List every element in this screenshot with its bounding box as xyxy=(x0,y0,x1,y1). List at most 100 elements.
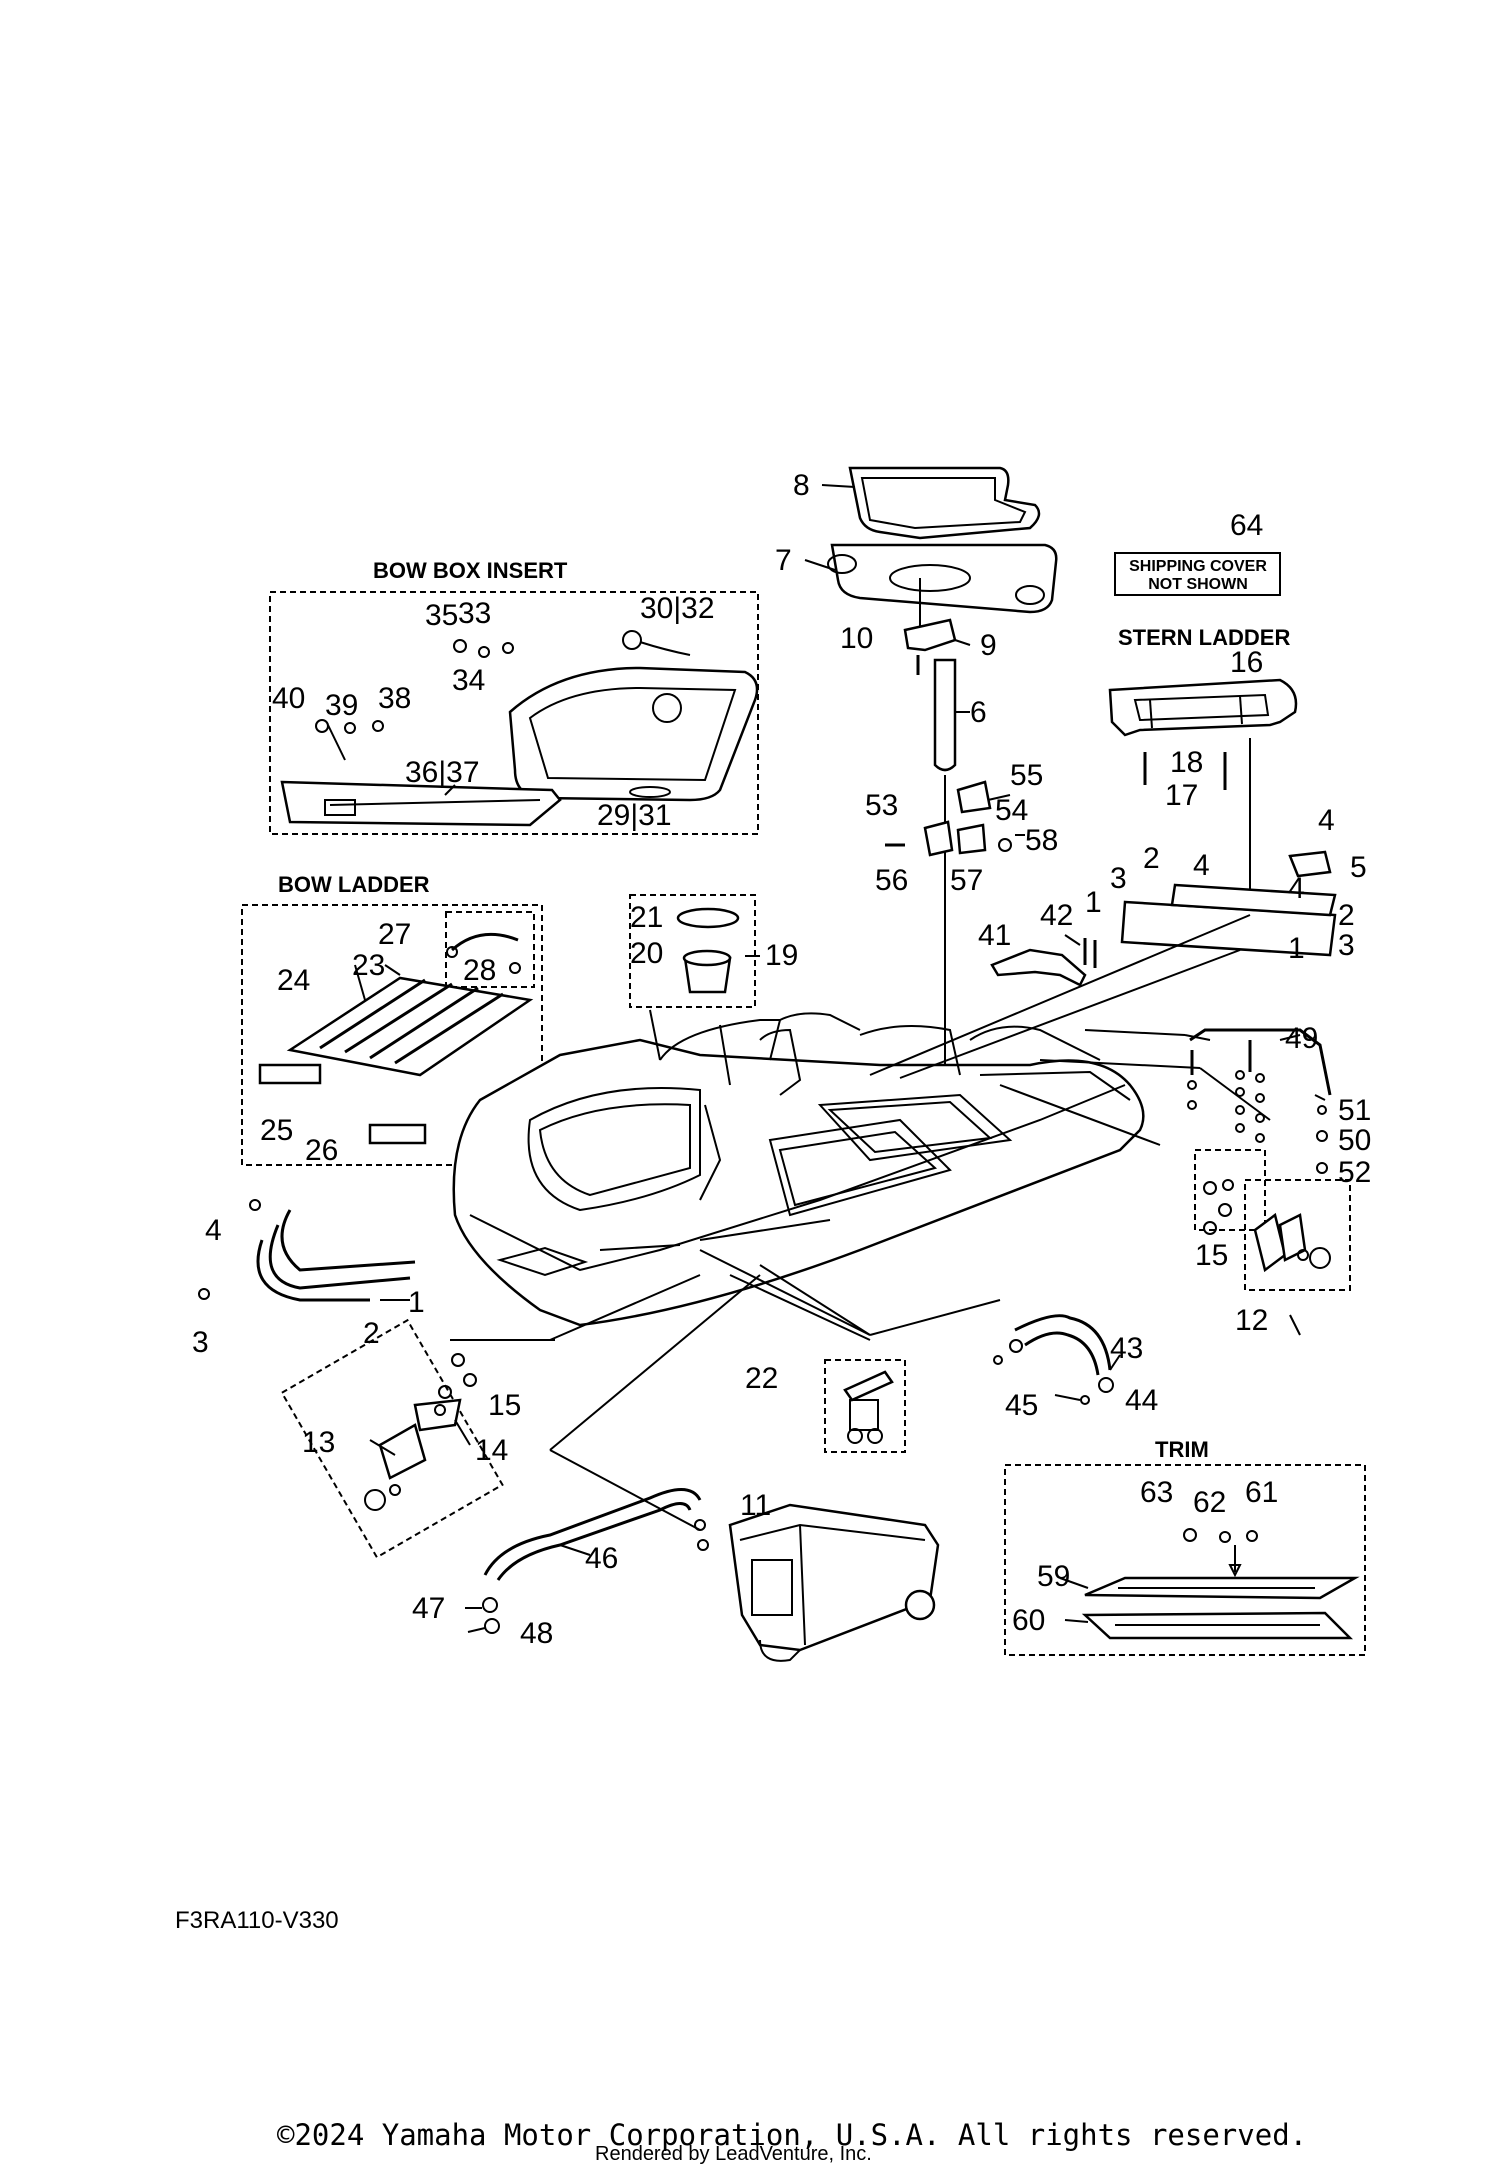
grab-handle-part-43 xyxy=(993,1314,1114,1405)
callout-25: 25 xyxy=(260,1114,293,1147)
cup-holder-parts xyxy=(676,907,740,994)
callout-13: 13 xyxy=(302,1426,335,1459)
bow-eye-part-13 xyxy=(364,1398,462,1511)
shipping-note-box xyxy=(1114,552,1281,596)
callout-2-stern-right: 2 xyxy=(1338,899,1355,932)
callout-34: 34 xyxy=(452,664,485,697)
pedestal-part-6 xyxy=(933,658,957,772)
callout-4-stern-top: 4 xyxy=(1318,804,1335,837)
bow-ladder-box xyxy=(241,904,543,1166)
callout-16: 16 xyxy=(1230,646,1263,679)
callout-62: 62 xyxy=(1193,1486,1226,1519)
callout-38: 38 xyxy=(378,682,411,715)
cleat-part-22 xyxy=(843,1370,894,1444)
callout-22: 22 xyxy=(745,1362,778,1395)
nuts-part-15-left xyxy=(434,1353,477,1416)
trim-strip-part-60 xyxy=(1081,1611,1354,1640)
bolt-part-18 xyxy=(1143,752,1227,790)
callout-4-bow: 4 xyxy=(205,1214,222,1247)
callout-24: 24 xyxy=(277,964,310,997)
handle-part-41 xyxy=(990,948,1087,987)
bow-rail-part-1-2 xyxy=(256,1209,416,1302)
callout-3-bow: 3 xyxy=(192,1326,209,1359)
callout-50: 50 xyxy=(1338,1124,1371,1157)
callout-44: 44 xyxy=(1125,1384,1158,1417)
cup-holder-box xyxy=(629,894,756,1008)
stern-ladder-part-16 xyxy=(1108,678,1298,737)
table-top-part-7 xyxy=(827,543,1058,614)
callout-1-stern-right: 1 xyxy=(1288,932,1305,965)
callout-17: 17 xyxy=(1165,779,1198,812)
callout-7: 7 xyxy=(775,544,792,577)
bow-eye-box-12 xyxy=(1244,1179,1351,1291)
section-title-stern-ladder: STERN LADDER xyxy=(1118,625,1290,650)
bracket-part-55 xyxy=(956,780,992,814)
strap-part-27 xyxy=(446,932,521,974)
callout-59: 59 xyxy=(1037,1560,1070,1593)
bow-box-insert-part xyxy=(508,666,759,802)
callout-49: 49 xyxy=(1285,1022,1318,1055)
callout-47: 47 xyxy=(412,1592,445,1625)
shipping-note-line-1: SHIPPING COVER xyxy=(1129,558,1267,575)
callout-3-stern-right: 3 xyxy=(1338,929,1355,962)
trim-strip-part-59 xyxy=(1084,1576,1360,1600)
callout-14: 14 xyxy=(475,1434,508,1467)
callout-19: 19 xyxy=(765,939,798,972)
bow-box-insert-box xyxy=(269,591,759,835)
callout-27: 27 xyxy=(378,918,411,951)
small-fasteners-33-35 xyxy=(453,639,514,658)
callout-26: 26 xyxy=(305,1134,338,1167)
callout-11: 11 xyxy=(740,1489,771,1522)
callout-35: 35 xyxy=(425,599,458,632)
bracket-part-53 xyxy=(923,820,954,857)
callout-20: 20 xyxy=(630,937,663,970)
rendered-by: Rendered by LeadVenture, Inc. xyxy=(595,2143,872,2165)
callout-42: 42 xyxy=(1040,899,1073,932)
callout-15-right: 15 xyxy=(1195,1239,1228,1272)
callout-51: 51 xyxy=(1338,1094,1371,1127)
callout-4-stern-right: 4 xyxy=(1288,872,1305,905)
callout-58: 58 xyxy=(1025,824,1058,857)
callout-45: 45 xyxy=(1005,1389,1038,1422)
callout-18: 18 xyxy=(1170,746,1203,779)
callout-29-31: 29|31 xyxy=(597,799,672,832)
bow-ladder-sub-box xyxy=(445,911,535,988)
section-title-bow-box-insert: BOW BOX INSERT xyxy=(373,558,568,583)
callout-1-stern-top: 1 xyxy=(1085,886,1102,919)
bracket-part-54 xyxy=(956,823,987,855)
callout-43: 43 xyxy=(1110,1332,1143,1365)
callout-56: 56 xyxy=(875,864,908,897)
callout-41: 41 xyxy=(978,919,1011,952)
washer-part-58 xyxy=(998,838,1012,852)
rail-part-1-stern xyxy=(1120,883,1337,957)
diagram-code: F3RA110-V330 xyxy=(175,1907,339,1934)
bolt-part-42 xyxy=(1083,938,1097,968)
cushion-part-8 xyxy=(848,466,1041,540)
callout-5: 5 xyxy=(1350,851,1367,884)
callout-30-32: 30|32 xyxy=(640,592,715,625)
hardware-box-15-right xyxy=(1194,1149,1266,1231)
callout-28: 28 xyxy=(463,954,496,987)
callout-61: 61 xyxy=(1245,1476,1278,1509)
callout-12: 12 xyxy=(1235,1304,1268,1337)
callout-15-left: 15 xyxy=(488,1389,521,1422)
trim-box xyxy=(1004,1464,1366,1656)
callout-60: 60 xyxy=(1012,1604,1045,1637)
boat-hull xyxy=(452,1012,1145,1327)
callout-36-37: 36|37 xyxy=(405,756,480,789)
callout-2-bow: 2 xyxy=(363,1317,380,1350)
shipping-note-line-2: NOT SHOWN xyxy=(1148,576,1248,593)
callout-46: 46 xyxy=(585,1542,618,1575)
grab-rail-part-49 xyxy=(1189,1028,1332,1096)
callout-53: 53 xyxy=(865,789,898,822)
callout-48: 48 xyxy=(520,1617,553,1650)
section-title-trim: TRIM xyxy=(1155,1437,1209,1462)
table-base-part-9 xyxy=(903,618,957,652)
callout-54: 54 xyxy=(995,794,1028,827)
rail-part-5 xyxy=(1288,850,1332,878)
callout-21: 21 xyxy=(630,901,663,934)
grommet-part-30 xyxy=(622,630,691,656)
callout-8: 8 xyxy=(793,469,810,502)
cooler-part-11 xyxy=(728,1503,940,1662)
